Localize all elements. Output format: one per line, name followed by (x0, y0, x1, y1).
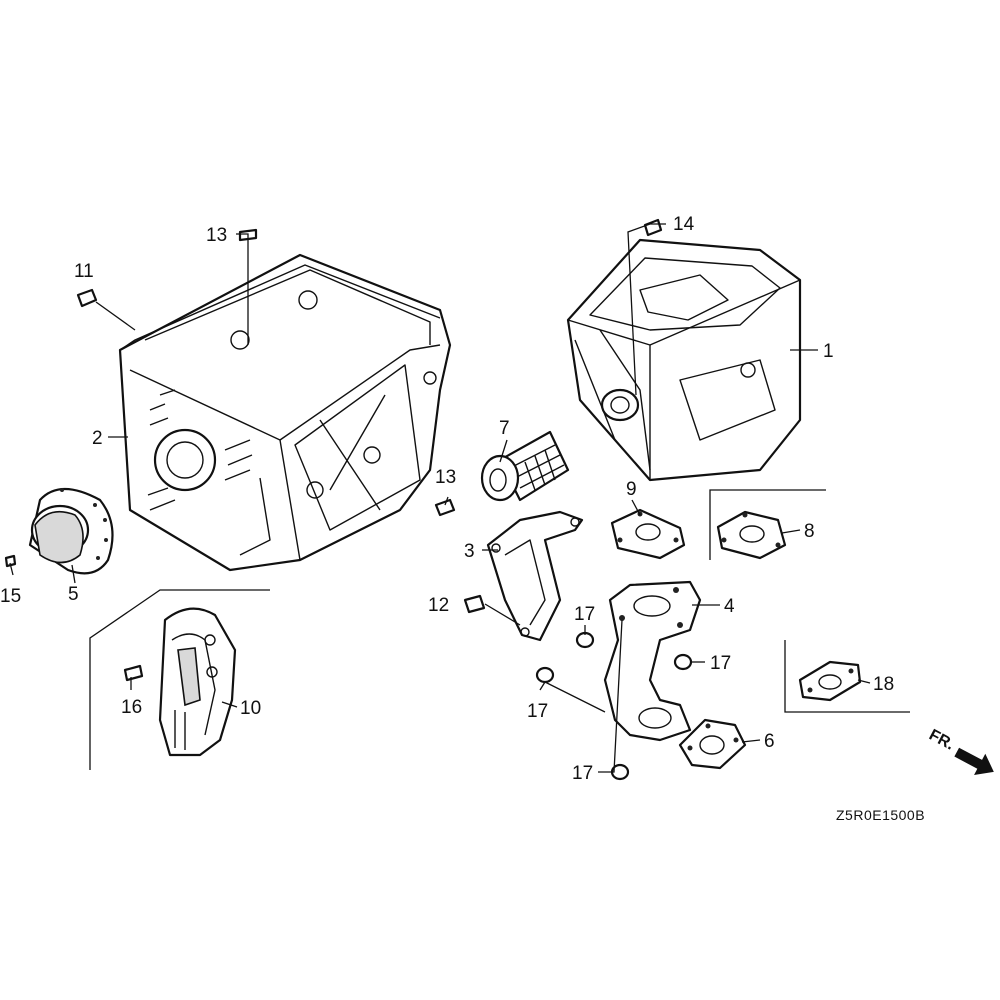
callout-14: 14 (673, 214, 695, 235)
exhaust-cap (28, 488, 114, 575)
callout-7: 7 (499, 418, 510, 439)
callout-9: 9 (626, 479, 637, 500)
callout-13-top: 13 (206, 225, 227, 246)
muffler-protector (118, 253, 452, 572)
fr-arrow-icon (954, 747, 994, 775)
callout-17-b: 17 (710, 653, 731, 674)
front-direction-marker: FR. (926, 727, 994, 775)
callout-12: 12 (428, 595, 449, 616)
fasteners (4, 218, 693, 781)
callout-3: 3 (464, 541, 475, 562)
callout-15: 15 (0, 586, 21, 607)
gasket-6 (678, 718, 747, 770)
gasket-9 (610, 508, 686, 560)
exhaust-pipe (603, 580, 702, 742)
leader-lines (9, 223, 871, 773)
callout-6: 6 (764, 731, 775, 752)
spark-arrester (480, 430, 570, 502)
heat-shield-cover (158, 607, 237, 757)
muffler-bracket (486, 510, 584, 642)
callout-8: 8 (804, 521, 815, 542)
gasket-8 (716, 510, 787, 560)
fr-label: FR. (926, 727, 957, 754)
callout-17-a: 17 (574, 604, 595, 625)
callout-17-d: 17 (572, 763, 593, 784)
callout-13-mid: 13 (435, 467, 456, 488)
callout-labels: 1 2 3 4 5 6 7 8 9 10 11 12 13 13 14 15 1… (0, 214, 894, 784)
callout-4: 4 (724, 596, 735, 617)
muffler (566, 238, 802, 482)
group-frames (89, 489, 910, 770)
callout-16: 16 (121, 697, 142, 718)
callout-1: 1 (823, 341, 834, 362)
callout-10: 10 (240, 698, 261, 719)
gasket-18 (798, 660, 862, 702)
diagram-code: Z5R0E1500B (836, 807, 925, 823)
callout-18: 18 (873, 674, 894, 695)
callout-2: 2 (92, 428, 103, 449)
callout-5: 5 (68, 584, 79, 605)
callout-11: 11 (74, 261, 94, 282)
callout-17-c: 17 (527, 701, 548, 722)
